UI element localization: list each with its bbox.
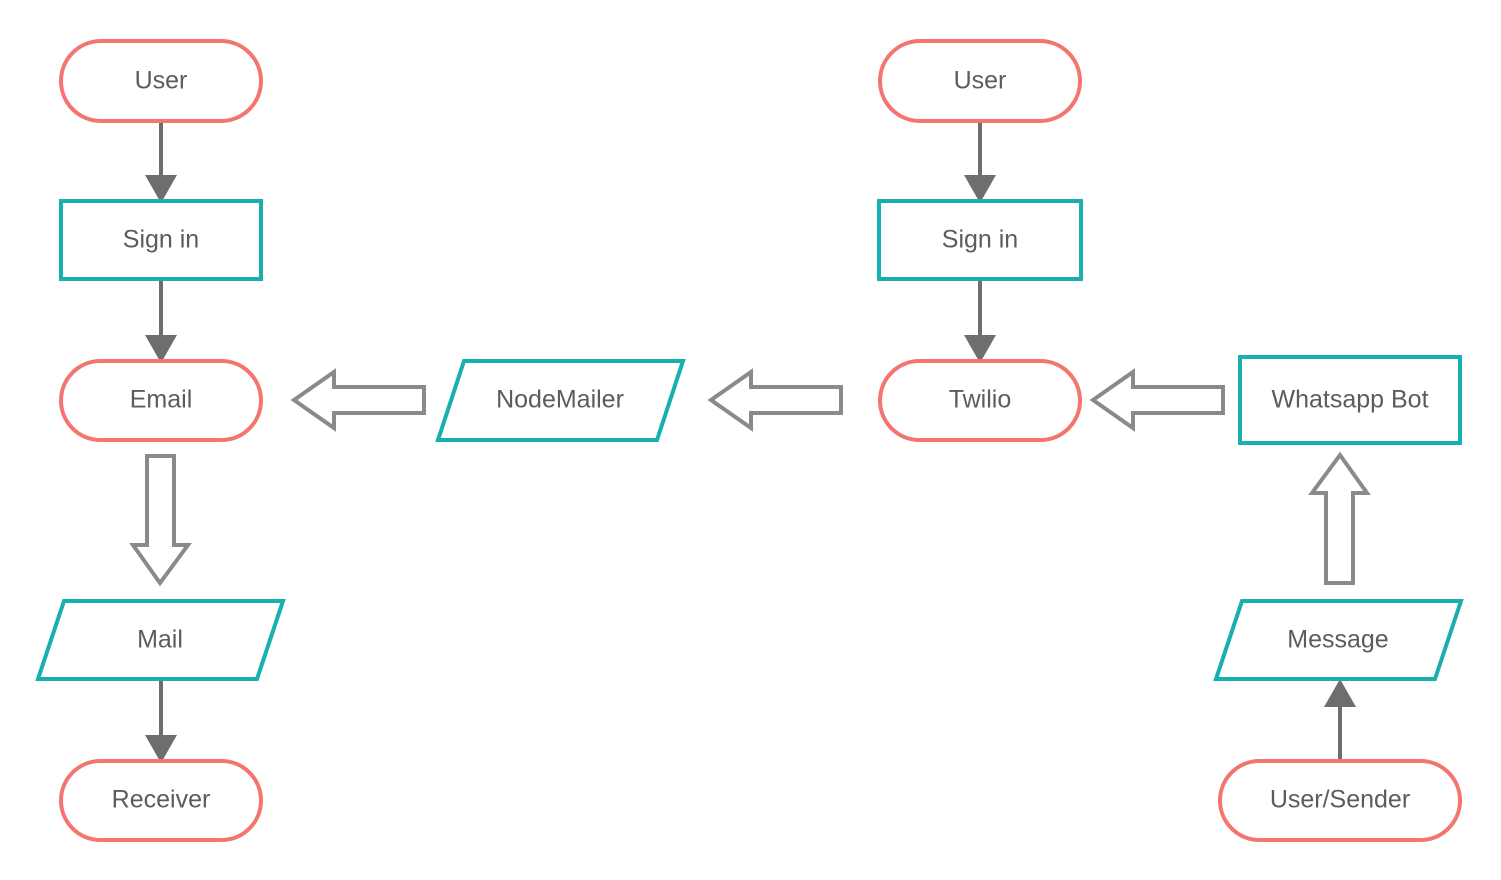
edge-user-right-to-signin-right — [964, 121, 996, 203]
user-left-shape — [59, 39, 263, 123]
twilio-shape — [878, 359, 1082, 442]
node-receiver[interactable]: Receiver — [59, 759, 263, 842]
receiver-shape — [59, 759, 263, 842]
user-right-shape — [878, 39, 1082, 123]
whatsapp-bot-label: Whatsapp Bot — [1271, 386, 1428, 414]
edge-twilio-to-nodemailer — [707, 368, 843, 432]
signin-left-shape — [59, 199, 263, 281]
node-signin-left[interactable]: Sign in — [59, 199, 263, 281]
receiver-label: Receiver — [112, 786, 211, 814]
node-message[interactable]: Message — [1213, 599, 1464, 681]
edge-mail-to-receiver — [145, 679, 177, 763]
node-mail[interactable]: Mail — [35, 599, 286, 681]
node-whatsapp-bot[interactable]: Whatsapp Bot — [1238, 355, 1462, 445]
edge-user-left-to-signin-left — [145, 121, 177, 203]
edge-message-to-whatsapp-bot — [1308, 451, 1371, 585]
signin-left-label: Sign in — [123, 226, 199, 254]
nodemailer-label: NodeMailer — [496, 386, 624, 414]
user-right-label: User — [954, 67, 1007, 95]
twilio-label: Twilio — [949, 386, 1012, 414]
node-signin-right[interactable]: Sign in — [877, 199, 1083, 281]
node-email[interactable]: Email — [59, 359, 263, 442]
email-label: Email — [130, 386, 193, 414]
message-label: Message — [1287, 626, 1388, 654]
user-sender-shape — [1218, 759, 1462, 842]
mail-shape — [35, 599, 286, 681]
message-shape — [1213, 599, 1464, 681]
node-user-right[interactable]: User — [878, 39, 1082, 123]
signin-right-label: Sign in — [942, 226, 1018, 254]
edge-signin-left-to-email — [145, 279, 177, 363]
nodemailer-shape — [435, 359, 686, 442]
whatsapp-bot-shape — [1238, 355, 1462, 445]
edge-user-sender-to-message — [1324, 679, 1356, 761]
node-nodemailer[interactable]: NodeMailer — [435, 359, 686, 442]
edge-whatsapp-bot-to-twilio — [1089, 368, 1225, 432]
node-twilio[interactable]: Twilio — [878, 359, 1082, 442]
user-sender-label: User/Sender — [1270, 786, 1410, 814]
node-user-left[interactable]: User — [59, 39, 263, 123]
edge-nodemailer-to-email — [290, 368, 426, 432]
signin-right-shape — [877, 199, 1083, 281]
user-left-label: User — [135, 67, 188, 95]
email-shape — [59, 359, 263, 442]
edge-email-to-mail — [129, 454, 192, 587]
node-user-sender[interactable]: User/Sender — [1218, 759, 1462, 842]
mail-label: Mail — [137, 626, 183, 654]
edge-signin-right-to-twilio — [964, 279, 996, 363]
